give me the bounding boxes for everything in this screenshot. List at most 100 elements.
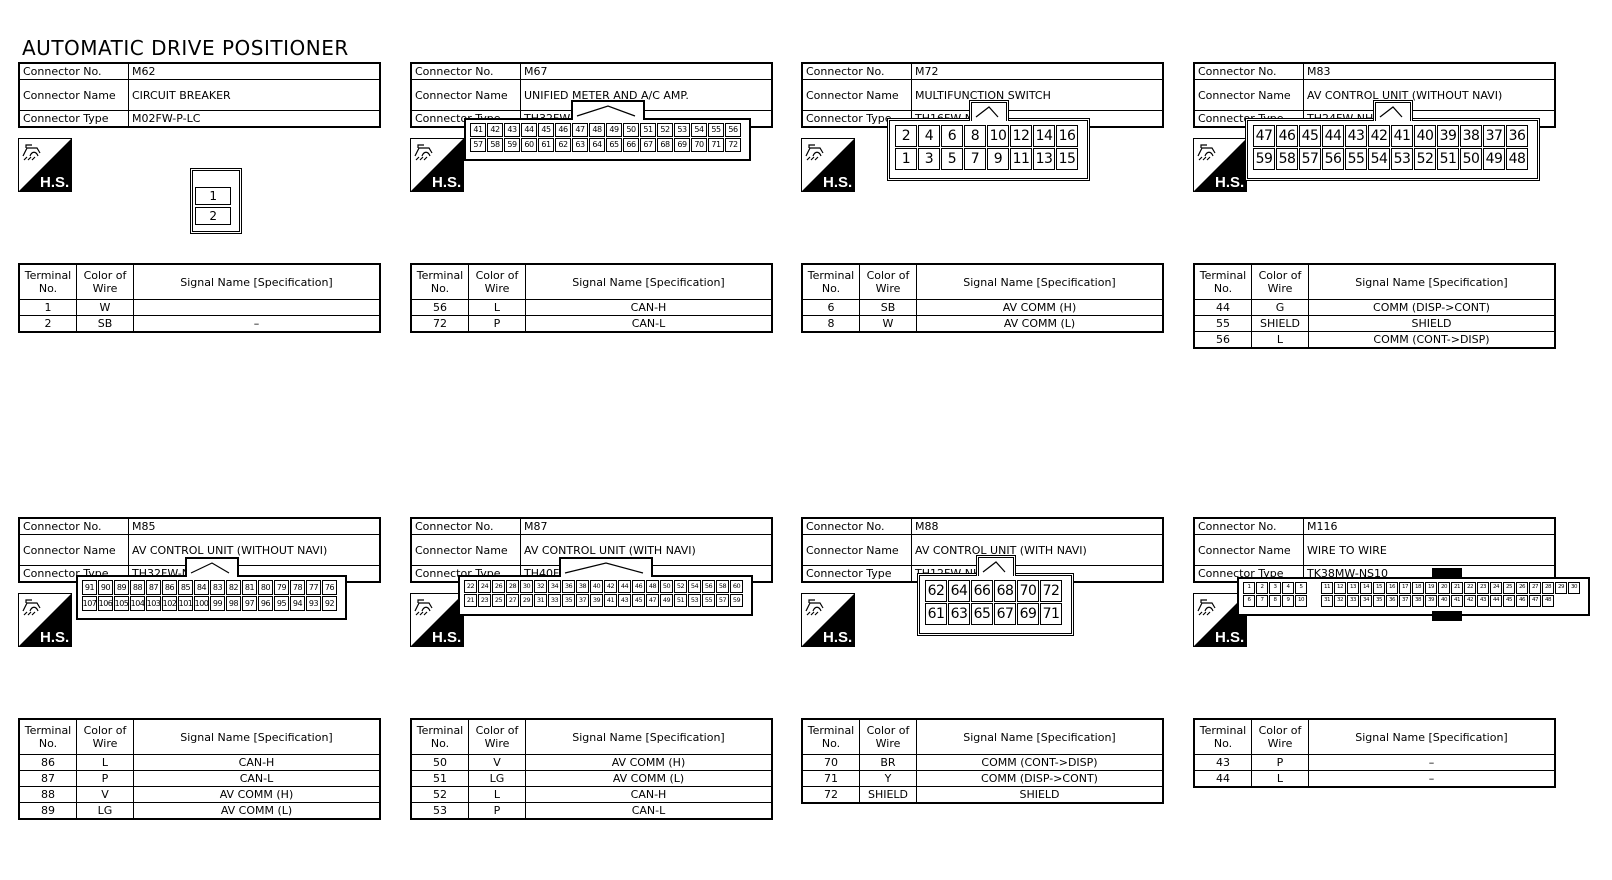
terminal-pin: 39 — [1437, 125, 1459, 147]
color-cell: BR — [859, 754, 917, 771]
color-header: Color of Wire — [1251, 718, 1309, 755]
signal-cell: AV COMM (L) — [525, 770, 773, 787]
terminal-pin: 53 — [688, 594, 701, 607]
terminal-pin: 60 — [730, 580, 743, 593]
header-value: UNIFIED METER AND A/C AMP. — [520, 79, 773, 111]
header-key: Connector No. — [1193, 62, 1304, 80]
header-key: Connector Name — [1193, 79, 1304, 111]
hs-label: H.S. — [823, 174, 852, 191]
terminal-pin: 18 — [1412, 582, 1424, 594]
terminal-pin: 42 — [1464, 595, 1476, 607]
terminal-pin: 22 — [464, 580, 477, 593]
terminal-pin: 46 — [555, 123, 571, 137]
signal-cell: COMM (DISP->CONT) — [916, 770, 1164, 787]
terminal-pin: 82 — [226, 580, 241, 595]
terminal-pin: 49 — [606, 123, 622, 137]
terminal-pin: 106 — [98, 596, 113, 611]
harness-side-icon: H.S. — [410, 593, 464, 647]
terminal-cell: 2 — [18, 315, 77, 333]
terminal-pin: 16 — [1056, 125, 1078, 147]
terminal-pin: 15 — [1373, 582, 1385, 594]
terminal-pin: 16 — [1386, 582, 1398, 594]
terminal-pin: 30 — [520, 580, 533, 593]
terminal-pin: 63 — [948, 603, 970, 625]
terminal-pin: 1 — [895, 148, 917, 170]
connector-latch — [968, 100, 1009, 121]
hs-label: H.S. — [1215, 174, 1244, 191]
terminal-pin: 31 — [534, 594, 547, 607]
terminal-pin: 6 — [1243, 595, 1255, 607]
terminal-pin: 32 — [1334, 595, 1346, 607]
terminal-pin: 60 — [521, 138, 537, 152]
terminal-cell: 1 — [18, 299, 77, 316]
color-header: Color of Wire — [468, 718, 526, 755]
terminal-pin: 3 — [1269, 582, 1281, 594]
terminal-pin: 50 — [660, 580, 673, 593]
terminal-pin: 78 — [290, 580, 305, 595]
terminal-header: Terminal No. — [801, 718, 860, 755]
terminal-pin: 3 — [918, 148, 940, 170]
header-value: M72 — [911, 62, 1164, 80]
terminal-header: Terminal No. — [410, 263, 469, 300]
header-key: Connector Name — [1193, 534, 1304, 566]
terminal-pin: 56 — [702, 580, 715, 593]
terminal-pin: 58 — [1276, 148, 1298, 170]
terminal-pin: 46 — [1516, 595, 1528, 607]
terminal-pin: 31 — [1321, 595, 1333, 607]
terminal-pin: 54 — [1368, 148, 1390, 170]
terminal-pin: 45 — [538, 123, 554, 137]
terminal-cell: 71 — [801, 770, 860, 787]
signal-cell: AV COMM (L) — [916, 315, 1164, 333]
terminal-pin: 40 — [1414, 125, 1436, 147]
terminal-pin: 23 — [1477, 582, 1489, 594]
terminal-pin: 37 — [1483, 125, 1505, 147]
terminal-pin: 90 — [98, 580, 113, 595]
terminal-pin: 50 — [1460, 148, 1482, 170]
terminal-cell: 53 — [410, 802, 469, 820]
header-key: Connector No. — [18, 517, 129, 535]
signal-header: Signal Name [Specification] — [916, 263, 1164, 300]
hs-label: H.S. — [1215, 629, 1244, 646]
terminal-pin: 41 — [1391, 125, 1413, 147]
terminal-pin: 37 — [576, 594, 589, 607]
terminal-pin: 8 — [1269, 595, 1281, 607]
terminal-pin: 35 — [562, 594, 575, 607]
terminal-pin: 2 — [895, 125, 917, 147]
header-value: M85 — [128, 517, 381, 535]
terminal-pin: 84 — [194, 580, 209, 595]
terminal-pin: 79 — [274, 580, 289, 595]
terminal-pin: 88 — [130, 580, 145, 595]
color-header: Color of Wire — [859, 718, 917, 755]
color-cell: SB — [859, 299, 917, 316]
terminal-pin: 80 — [258, 580, 273, 595]
terminal-pin: 68 — [994, 580, 1016, 602]
terminal-cell: 89 — [18, 802, 77, 820]
terminal-pin: 27 — [506, 594, 519, 607]
color-header: Color of Wire — [1251, 263, 1309, 300]
terminal-pin: 42 — [487, 123, 503, 137]
header-key: Connector No. — [801, 517, 912, 535]
signal-cell — [133, 299, 381, 316]
header-value: WIRE TO WIRE — [1303, 534, 1556, 566]
terminal-pin: 42 — [604, 580, 617, 593]
terminal-pin: 59 — [504, 138, 520, 152]
signal-header: Signal Name [Specification] — [525, 718, 773, 755]
header-value: AV CONTROL UNIT (WITH NAVI) — [911, 534, 1164, 566]
header-value: M02FW-P-LC — [128, 110, 381, 128]
terminal-pin: 14 — [1360, 582, 1372, 594]
terminal-pin: 55 — [708, 123, 724, 137]
terminal-pin: 26 — [492, 580, 505, 593]
